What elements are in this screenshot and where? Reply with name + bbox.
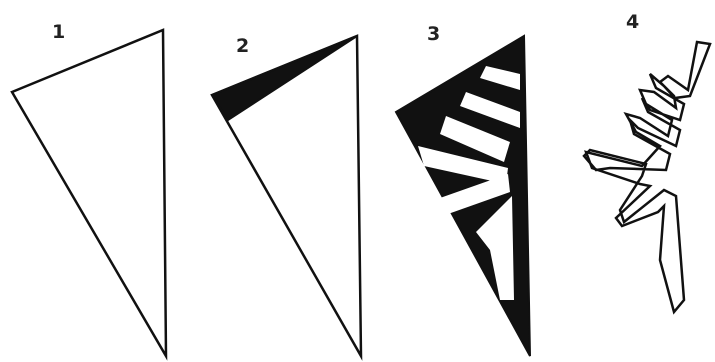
- step-3-number: 3: [427, 23, 440, 45]
- step-1-number: 1: [52, 21, 65, 43]
- step-3: 3: [396, 23, 530, 356]
- step-2-number: 2: [236, 35, 249, 57]
- step-2: 2: [212, 35, 361, 356]
- step-2-paper-triangle: [212, 36, 361, 356]
- step-1: 1: [12, 21, 166, 356]
- step-4-snowflake-arm: [584, 42, 710, 312]
- step-1-paper-triangle: [12, 30, 166, 356]
- step-4: 4: [584, 11, 710, 312]
- step-4-number: 4: [626, 11, 639, 33]
